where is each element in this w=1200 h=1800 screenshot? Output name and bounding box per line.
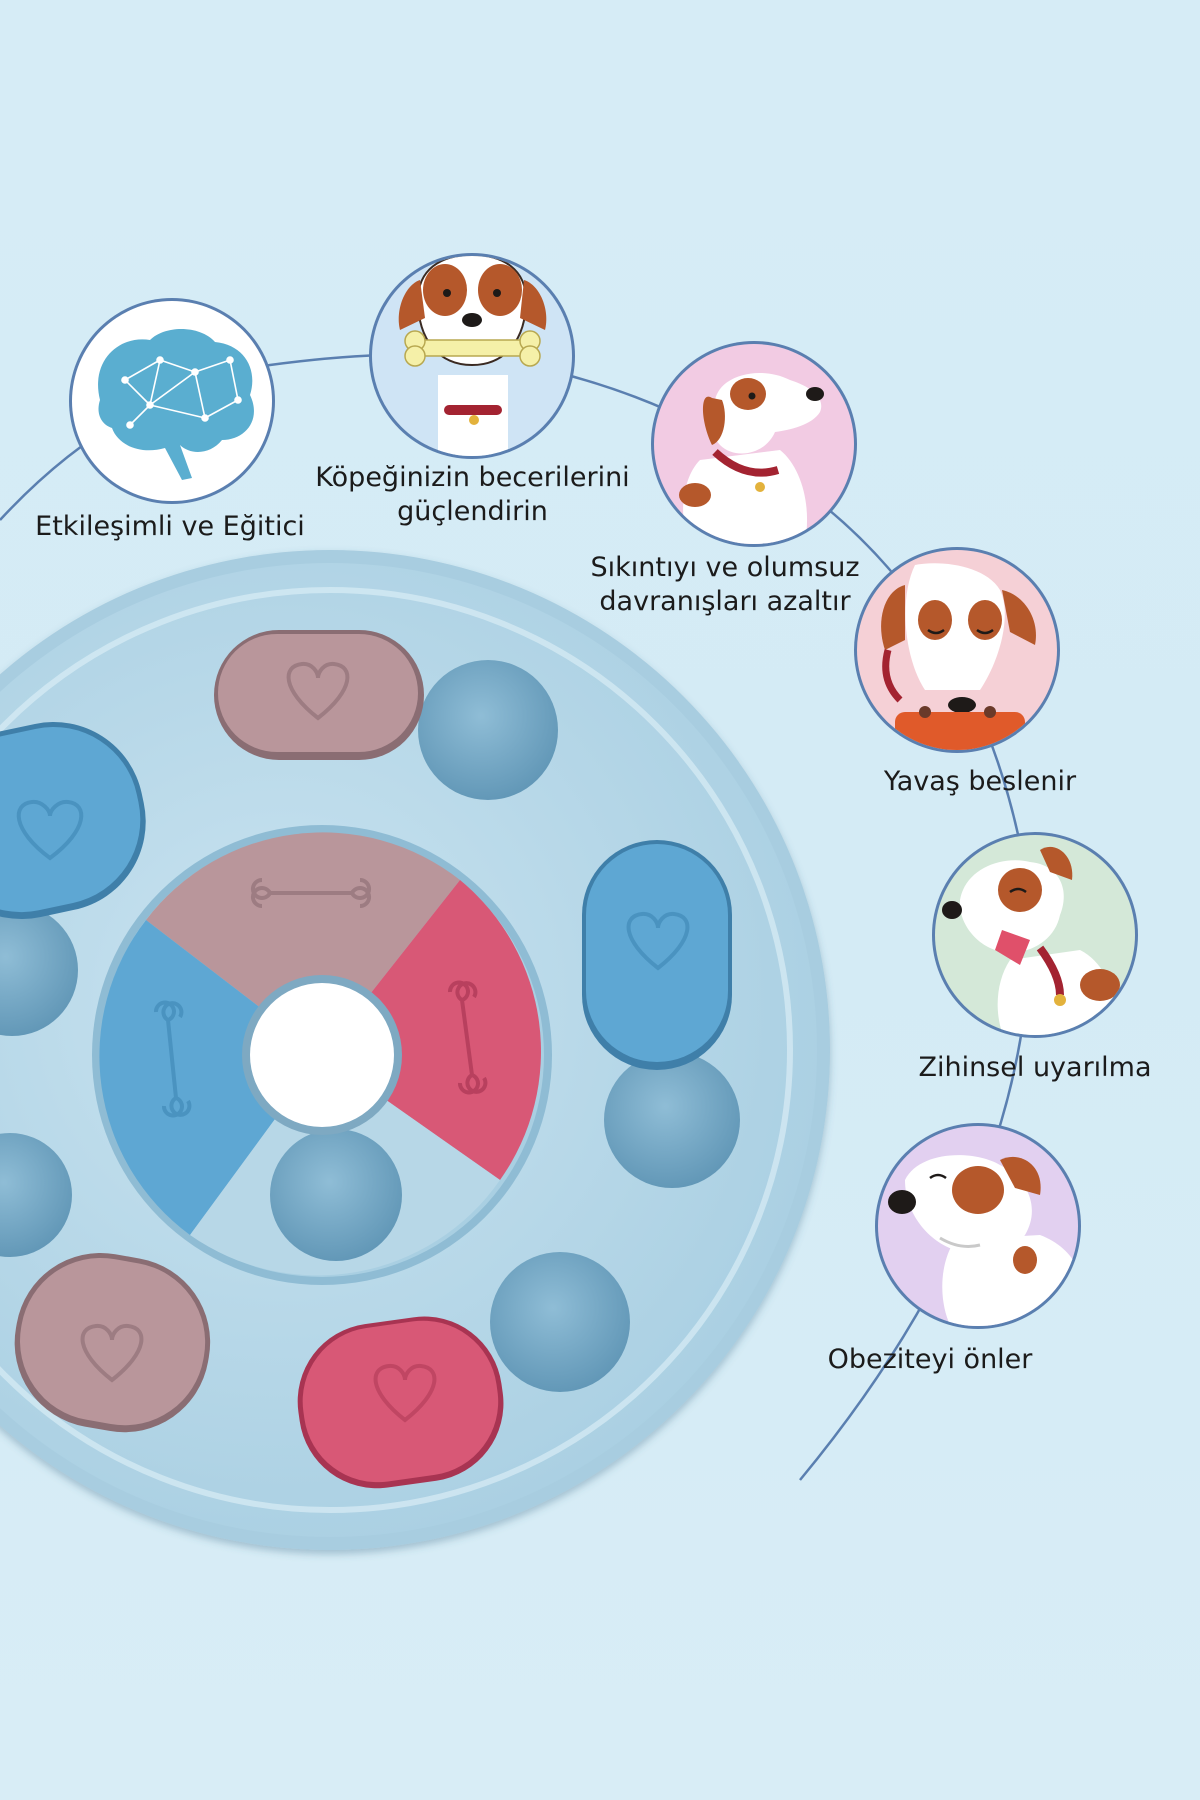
feature-label-stress: Sıkıntıyı ve olumsuz davranışları azaltı… xyxy=(575,551,875,619)
feature-label-line: Sıkıntıyı ve olumsuz xyxy=(590,552,860,583)
feature-circle-stress xyxy=(651,341,857,547)
outer-wells xyxy=(0,660,740,1392)
feature-circle-obesity xyxy=(875,1123,1081,1329)
bone-emboss-top xyxy=(250,877,372,909)
slot-mauve-bottom-left[interactable] xyxy=(1,1239,223,1445)
center-rotating-disc[interactable] xyxy=(92,825,552,1285)
feature-circle-mental xyxy=(932,832,1138,1038)
bone-emboss-right xyxy=(448,980,488,1095)
dog-puzzle-feeder xyxy=(0,550,830,1550)
bone xyxy=(404,330,541,367)
feature-label-line: Köpeğinizin becerilerini xyxy=(315,462,630,493)
slot-mauve-top[interactable] xyxy=(214,630,424,760)
dog-holding-bone-icon xyxy=(398,256,547,456)
slot-blue-left[interactable] xyxy=(0,705,162,936)
feature-label-obesity: Obeziteyi önler xyxy=(810,1343,1050,1377)
feature-label-slow-feeding: Yavaş beslenir xyxy=(850,765,1110,799)
brain-icon xyxy=(98,328,254,480)
slot-blue-right[interactable] xyxy=(582,840,732,1070)
feature-circle-brain xyxy=(69,298,275,504)
feature-label-text: Zihinsel uyarılma xyxy=(918,1052,1152,1083)
feature-circle-skills xyxy=(369,253,575,459)
feature-label-text: Etkileşimli ve Eğitici xyxy=(35,511,305,542)
feature-label-line: davranışları azaltır xyxy=(599,586,851,617)
slot-pink-bottom[interactable] xyxy=(288,1306,514,1498)
bone-emboss-left xyxy=(154,1000,192,1118)
feature-label-skills: Köpeğinizin becerilerini güçlendirin xyxy=(290,461,655,529)
feature-label-line: güçlendirin xyxy=(397,496,548,527)
feature-label-text: Yavaş beslenir xyxy=(883,766,1077,797)
feature-label-text: Obeziteyi önler xyxy=(827,1344,1033,1375)
feature-circle-slow-feeding xyxy=(854,547,1060,753)
feature-label-interactive: Etkileşimli ve Eğitici xyxy=(20,510,320,544)
happy-dog-icon xyxy=(679,372,824,544)
feature-label-mental: Zihinsel uyarılma xyxy=(905,1051,1165,1085)
curious-dog-icon xyxy=(942,846,1120,1035)
